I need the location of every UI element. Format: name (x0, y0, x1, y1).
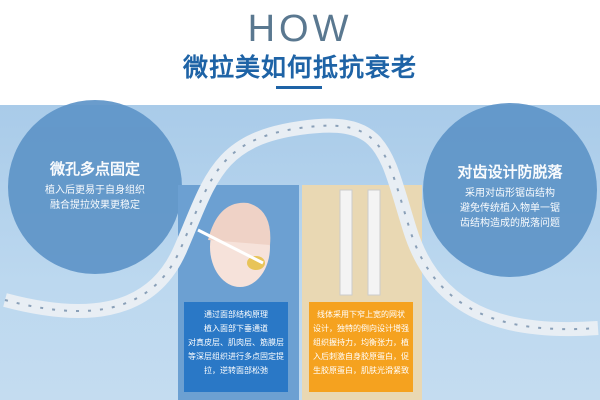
feature-line: 采用对齿形锯齿结构 (465, 188, 555, 199)
box-line: 植入面部下垂通道 (204, 324, 268, 333)
feature-circle-right: 对齿设计防脱落 采用对齿形锯齿结构 避免传统植入物单一锯 齿结构造成的脱落问题 (423, 103, 597, 277)
title-underline (276, 86, 322, 89)
box-line: 生胶原蛋白，肌肤光滑紧致 (313, 366, 409, 375)
box-line: 通过面部结构原理 (204, 310, 268, 319)
feature-line: 植入后更易于自身组织 (45, 185, 145, 196)
box-line: 线体采用下窄上宽的网状 (317, 310, 405, 319)
feature-line: 避免传统植入物单一锯 (460, 203, 560, 214)
feature-heading: 微孔多点固定 (49, 160, 140, 178)
box-line: 对真皮层、肌肉层、筋膜层 (188, 338, 284, 347)
feature-line: 融合提拉效果更稳定 (50, 200, 140, 211)
box-line: 拉，逆转面部松弛 (204, 366, 268, 375)
box-line: 设计，独特的倒向设计增强 (313, 324, 409, 333)
description-box-orange: 线体采用下窄上宽的网状 设计，独特的倒向设计增强 组织握持力，均衡张力，植 入后… (309, 302, 413, 392)
feature-heading: 对齿设计防脱落 (457, 163, 563, 181)
header: HOW 微拉美如何抵抗衰老 (0, 0, 600, 105)
box-line: 入后刺激自身胶原蛋白，促 (313, 352, 409, 361)
box-line: 组织握持力，均衡张力，植 (313, 338, 409, 347)
title-how: HOW (247, 8, 353, 50)
face-illustration (197, 202, 271, 287)
feature-line: 齿结构造成的脱落问题 (460, 218, 560, 229)
feature-circle-left: 微孔多点固定 植入后更易于自身组织 融合提拉效果更稳定 (8, 100, 182, 274)
thread-illustration (339, 189, 381, 296)
box-line: 等深层组织进行多点固定提 (188, 352, 284, 361)
page-title: 微拉美如何抵抗衰老 (182, 53, 417, 82)
description-box-blue: 通过面部结构原理 植入面部下垂通道 对真皮层、肌肉层、筋膜层 等深层组织进行多点… (184, 302, 288, 392)
